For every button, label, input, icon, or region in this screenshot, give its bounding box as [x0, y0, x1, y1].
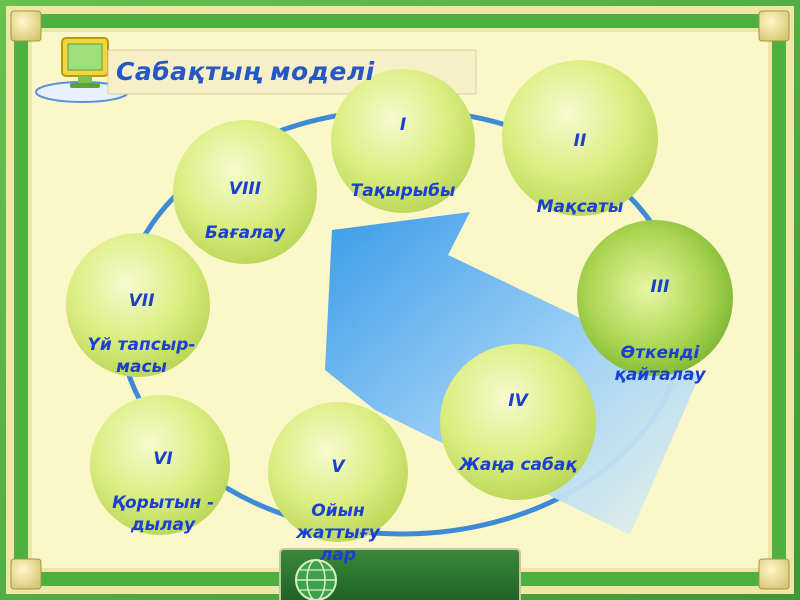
step-numeral: VI — [98, 448, 228, 470]
step-ii: II Мақсаты — [520, 108, 640, 240]
step-label: Жаңа сабақ — [448, 454, 588, 476]
step-i: I Тақырыбы — [343, 92, 463, 224]
step-vii: VII Үй тапсыр- масы — [74, 268, 209, 400]
step-numeral: VII — [74, 290, 209, 312]
step-numeral: I — [343, 114, 463, 136]
step-numeral: IV — [448, 390, 588, 412]
step-vi: VI Қорытын - дылау — [98, 426, 228, 558]
step-label: Бағалау — [185, 222, 305, 244]
step-label: Қорытын - дылау — [98, 492, 228, 536]
step-iv: IV Жаңа сабақ — [448, 368, 588, 498]
page-title: Сабақтың моделі — [116, 50, 375, 94]
step-numeral: V — [278, 456, 398, 478]
step-viii: VIII Бағалау — [185, 156, 305, 266]
step-numeral: VIII — [185, 178, 305, 200]
step-label: Мақсаты — [520, 196, 640, 218]
step-label: Үй тапсыр- масы — [74, 334, 209, 378]
step-iii: III Өткенді қайталау — [600, 254, 720, 408]
step-numeral: III — [600, 276, 720, 298]
step-v: V Ойын жаттығу лар — [278, 434, 398, 588]
step-label: Өткенді қайталау — [600, 342, 720, 386]
step-numeral: II — [520, 130, 640, 152]
step-label: Тақырыбы — [343, 180, 463, 202]
step-label: Ойын жаттығу лар — [278, 500, 398, 566]
